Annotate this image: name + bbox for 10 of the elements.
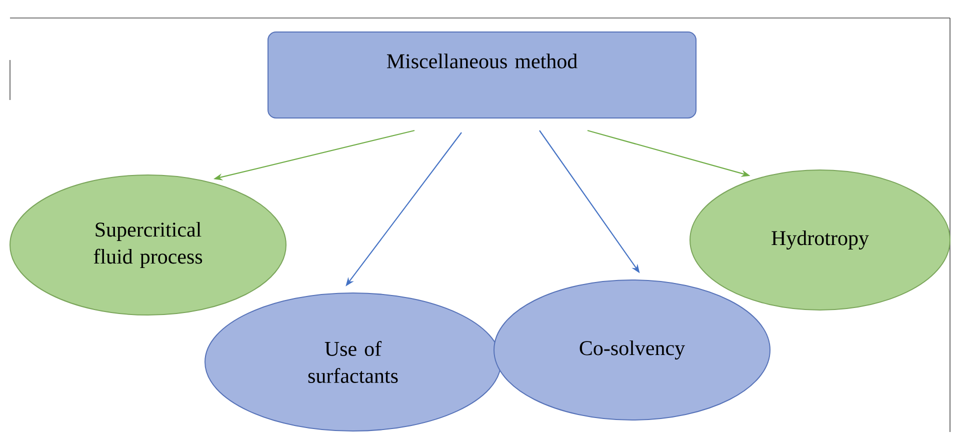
process-ellipse [494,280,770,420]
node-label: Supercritical fluid process [94,222,202,268]
process-ellipse [690,170,951,310]
node-label: Use of surfactants [308,341,398,383]
process-ellipse [10,174,286,316]
process-box [268,32,696,118]
node-label: Co-solvency [580,340,686,360]
node-label: Hydrotropy [772,230,869,250]
process-ellipse [204,292,502,432]
node-label: Miscellaneous method [386,54,578,68]
